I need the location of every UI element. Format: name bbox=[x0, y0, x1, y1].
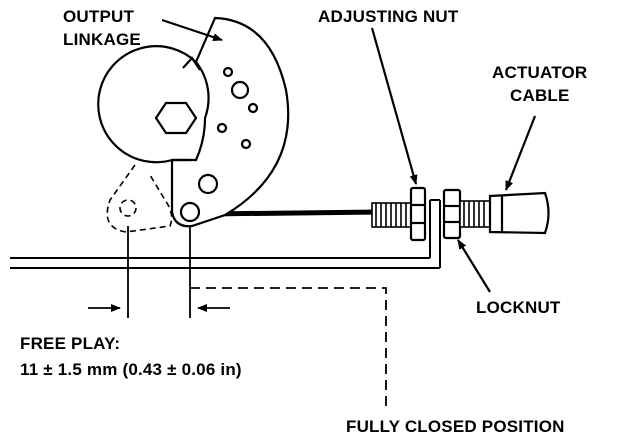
threaded-section bbox=[371, 202, 415, 228]
phantom-linkage bbox=[106, 164, 173, 233]
actuator-cable-label-line1: ACTUATOR bbox=[492, 63, 588, 82]
actuator-cable-housing bbox=[488, 191, 550, 235]
locknut-label: LOCKNUT bbox=[476, 298, 561, 317]
actuator-cable-label-line2: CABLE bbox=[510, 86, 570, 105]
threaded-section-right bbox=[459, 200, 491, 228]
free-play-value: 11 ± 1.5 mm (0.43 ± 0.06 in) bbox=[20, 360, 242, 379]
hub-drum bbox=[97, 45, 210, 164]
output-linkage-label-line2: LINKAGE bbox=[63, 30, 141, 49]
adjusting-nut-label: ADJUSTING NUT bbox=[318, 7, 459, 26]
cable-rod bbox=[204, 209, 381, 220]
locknut-shape bbox=[442, 188, 462, 240]
free-play-dimension bbox=[88, 226, 230, 318]
free-play-title: FREE PLAY: bbox=[20, 334, 121, 353]
fully-closed-leader bbox=[190, 287, 387, 410]
output-linkage-label-line1: OUTPUT bbox=[63, 7, 135, 26]
fully-closed-position-label: FULLY CLOSED POSITION bbox=[346, 417, 565, 436]
mounting-bracket bbox=[10, 199, 441, 269]
leader-arrows bbox=[161, 18, 537, 293]
adjusting-nut-shape bbox=[409, 186, 427, 242]
